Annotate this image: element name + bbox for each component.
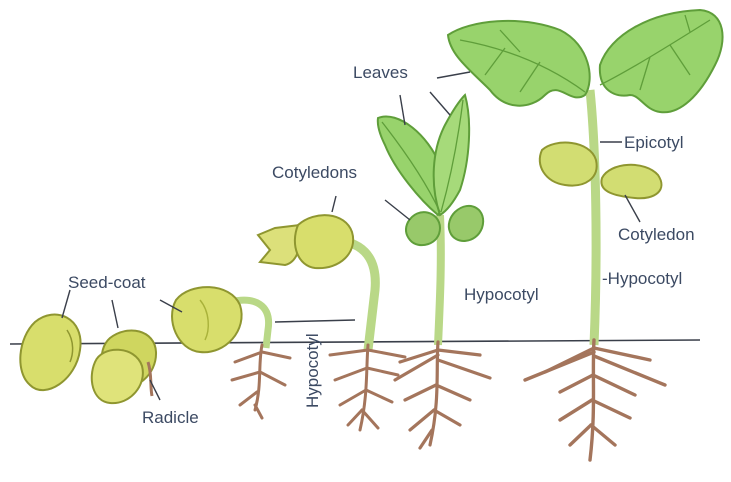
stage-1-seed bbox=[20, 315, 80, 391]
cotyledon-6-right bbox=[601, 165, 661, 198]
seed-1 bbox=[20, 315, 80, 391]
cotyledon-5-left bbox=[406, 212, 440, 245]
roots-5 bbox=[395, 342, 490, 448]
label-cotyledon: Cotyledon bbox=[618, 225, 695, 244]
roots-3 bbox=[232, 345, 290, 418]
leaves-pointer-top bbox=[437, 72, 470, 78]
label-hypocotyl-right: -Hypocotyl bbox=[602, 269, 682, 288]
cotyledons-pointer-stage5 bbox=[385, 200, 410, 220]
cotyledon-6-left bbox=[540, 143, 597, 186]
label-leaves: Leaves bbox=[353, 63, 408, 82]
leaves-pointer-right bbox=[430, 92, 450, 115]
cotyledon-5-right bbox=[449, 206, 483, 241]
stem-6 bbox=[590, 90, 596, 345]
seed-coat-pointer-1 bbox=[62, 290, 70, 318]
label-hypocotyl-middle: Hypocotyl bbox=[464, 285, 539, 304]
stage-2-seed bbox=[92, 330, 156, 403]
label-radicle: Radicle bbox=[142, 408, 199, 427]
hypocotyl-pointer bbox=[275, 320, 355, 322]
seed-coat-pointer-2 bbox=[112, 300, 118, 328]
label-hypocotyl-vertical: Hypocotyl bbox=[303, 333, 322, 408]
cotyledon-4-right bbox=[295, 215, 353, 268]
roots-4 bbox=[330, 345, 405, 430]
seed-2-front bbox=[92, 350, 143, 403]
leaf-5-right bbox=[434, 95, 469, 215]
label-cotyledons: Cotyledons bbox=[272, 163, 357, 182]
cotyledons-pointer bbox=[332, 196, 336, 212]
label-seed-coat: Seed-coat bbox=[68, 273, 146, 292]
roots-6 bbox=[525, 340, 665, 460]
stage-3-seedling bbox=[172, 287, 290, 418]
leaf-6-right bbox=[600, 10, 723, 112]
stage-4-seedling bbox=[258, 215, 405, 430]
stage-5-plant bbox=[378, 95, 490, 448]
leaf-6-left bbox=[448, 21, 590, 106]
label-epicotyl: Epicotyl bbox=[624, 133, 684, 152]
